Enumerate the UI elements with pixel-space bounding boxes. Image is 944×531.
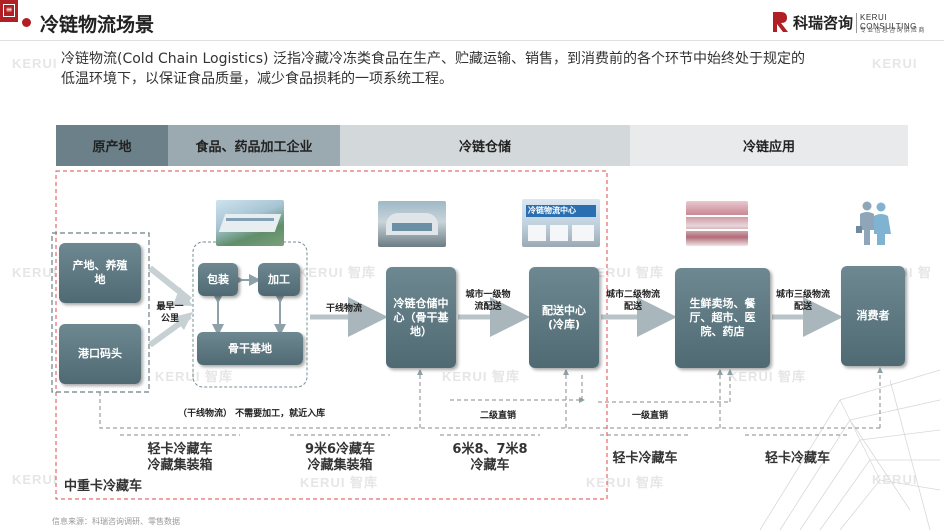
watermark: KERUI: [12, 56, 58, 71]
supermarket-fridge-photo: [686, 201, 748, 246]
phase-origin: 原产地: [56, 125, 168, 166]
label-direct-1: 一级直销: [632, 411, 669, 421]
watermark: KERUI: [12, 472, 58, 487]
page-title: 冷链物流场景: [40, 14, 155, 36]
node-consumer-label: 消费者: [856, 309, 890, 322]
intro-line-1: 冷链物流(Cold Chain Logistics) 泛指冷藏冷冻类食品在生产、…: [61, 51, 805, 67]
vehicle-9m6: 9米6冷藏车 冷藏集装箱: [290, 442, 390, 474]
label-trunk: 干线物流: [325, 304, 362, 314]
watermark: KERUI: [872, 56, 918, 71]
logo-text-cn: 科瑞咨询: [793, 14, 854, 32]
watermark: KERUI 智库: [155, 369, 234, 384]
node-processing: 加工: [258, 263, 300, 296]
node-cold-storage-label: 冷链仓储中心（骨干基地）: [393, 296, 449, 338]
vehicle-heavy-truck: 中重卡冷藏车: [64, 479, 143, 494]
watermark: KERUI 智库: [586, 265, 665, 280]
warehouse-photo: [378, 201, 446, 247]
logo-text-en: KERUI CONSULTING: [860, 13, 917, 31]
distribution-center-photo: 冷链物流中心: [522, 199, 600, 247]
phase-application: 冷链应用: [630, 125, 908, 166]
label-city-2: 城市二级物流配送: [606, 290, 661, 312]
vehicle-text: 冷藏集装箱: [307, 458, 373, 473]
header-rule: [0, 40, 944, 41]
watermark: KERUI 智库: [728, 369, 807, 384]
warehouse-sign-text: 冷链物流中心: [528, 206, 576, 215]
watermark: KERUI 智库: [298, 265, 377, 280]
vehicle-text: 冷藏集装箱: [147, 458, 213, 473]
vehicle-light-truck-1: 轻卡冷藏车 冷藏集装箱: [120, 442, 240, 474]
node-consumer: 消费者: [841, 266, 905, 366]
node-port: 港口码头: [59, 324, 141, 384]
node-trunk-base: 骨干基地: [197, 332, 303, 365]
label-city-3: 城市三级物流配送: [776, 290, 831, 312]
node-retail-label: 生鲜卖场、餐厅、超市、医院、药店: [689, 297, 756, 338]
label-direct-2: 二级直销: [480, 411, 517, 421]
vehicle-text: 6米8、7米8: [452, 442, 528, 457]
node-origin-label: 产地、养殖地: [72, 259, 128, 286]
vehicle-light-truck-3: 轻卡冷藏车: [764, 451, 830, 466]
node-trunk-base-label: 骨干基地: [228, 341, 272, 355]
node-distribution-label: 配送中心(冷库): [542, 303, 586, 331]
logo-mark: [772, 11, 789, 33]
vehicle-text: 冷藏车: [470, 458, 510, 473]
node-distribution: 配送中心(冷库): [529, 267, 599, 368]
watermark: KERUI 智库: [442, 369, 521, 384]
watermark: KERUI 智库: [300, 475, 379, 490]
node-processing-label: 加工: [268, 272, 290, 286]
title-bullet: [22, 18, 31, 27]
vehicle-text: 轻卡冷藏车: [147, 442, 213, 457]
watermark: KERUI: [872, 472, 918, 487]
node-packaging: 包装: [198, 263, 238, 296]
vehicle-light-truck-2: 轻卡冷藏车: [612, 451, 678, 466]
node-packaging-label: 包装: [207, 272, 229, 286]
intro-line-2: 低温环境下，以保证食品质量，减少食品损耗的一项系统工程。: [61, 71, 453, 87]
phase-processing: 食品、药品加工企业: [168, 125, 340, 166]
document-icon: ≡: [3, 4, 15, 17]
vehicle-6m8-7m8: 6米8、7米8 冷藏车: [440, 442, 540, 474]
logo-divider: [856, 13, 857, 33]
logo-tagline: 专业信息咨询供应商: [860, 27, 926, 34]
node-cold-storage: 冷链仓储中心（骨干基地）: [386, 267, 456, 368]
vehicle-text: 9米6冷藏车: [304, 442, 376, 457]
node-retail: 生鲜卖场、餐厅、超市、医院、药店: [675, 268, 770, 368]
node-origin: 产地、养殖地: [59, 243, 141, 303]
factory-photo: [216, 200, 284, 246]
wireframe-decoration: [759, 369, 941, 531]
label-city-1: 城市一级物流配送: [465, 290, 511, 312]
phase-storage: 冷链仓储: [340, 125, 630, 166]
watermark: KERUI 智库: [586, 475, 665, 490]
label-bypass: （干线物流） 不需要加工，就近入库: [178, 409, 326, 419]
consumers-icon: [856, 201, 891, 245]
label-first-mile: 最早一公里: [156, 302, 184, 324]
node-port-label: 港口码头: [78, 347, 122, 360]
source-note: 信息来源：科瑞咨询调研、零售数据: [52, 517, 180, 526]
